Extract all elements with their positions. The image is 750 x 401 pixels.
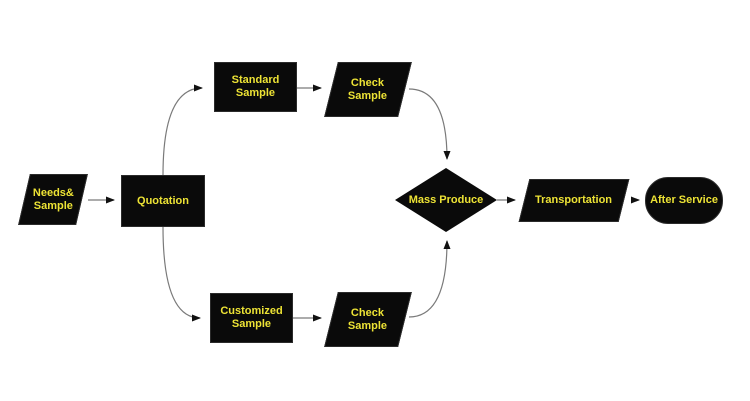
node-customized-sample-label: Customized Sample [220, 305, 283, 330]
edge-quotation-to-customized-sample [162, 226, 201, 322]
node-transportation-label: Transportation [535, 194, 613, 206]
node-mass-produce-label: Mass Produce [408, 193, 484, 206]
node-mass-produce[interactable]: Mass Produce [395, 168, 497, 232]
node-needs-sample-label: Needs& Sample [32, 186, 74, 212]
node-check-sample-bottom[interactable]: Check Sample [324, 292, 412, 347]
edge-quotation-to-standard-sample [162, 84, 203, 176]
node-customized-sample[interactable]: Customized Sample [210, 293, 293, 343]
node-after-service-label: After Service [650, 194, 718, 206]
node-standard-sample[interactable]: Standard Sample [214, 62, 297, 112]
edge-check-sample-bottom-to-mass-produce [408, 240, 451, 318]
node-quotation-label: Quotation [137, 194, 189, 207]
node-check-sample-top[interactable]: Check Sample [324, 62, 412, 117]
node-transportation[interactable]: Transportation [518, 179, 630, 222]
node-after-service[interactable]: After Service [645, 177, 723, 224]
node-check-sample-top-label: Check Sample [348, 76, 388, 102]
edge-check-sample-top-to-mass-produce [408, 88, 451, 160]
node-standard-sample-label: Standard Sample [231, 74, 280, 99]
node-check-sample-bottom-label: Check Sample [348, 306, 388, 332]
node-quotation[interactable]: Quotation [121, 175, 205, 227]
node-needs-sample[interactable]: Needs& Sample [18, 174, 88, 225]
